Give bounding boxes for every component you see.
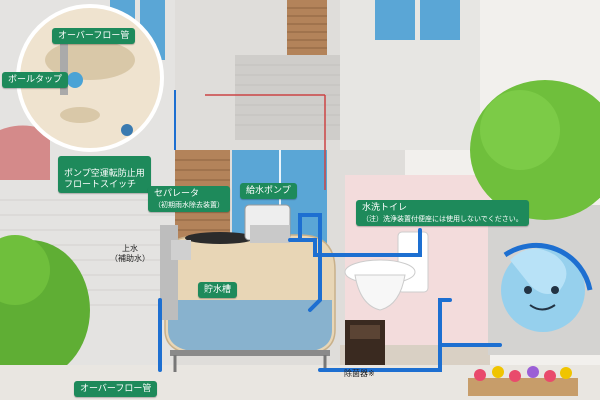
storage-tank [164,232,336,372]
balcony-lines [235,64,345,126]
label-overflow-pipe-top: オーバーフロー管 [58,31,130,41]
globe-mascot [501,242,593,332]
callout-supply-pump: 給水ポンプ [240,183,297,199]
label-tap-water: 上水 [122,244,138,253]
water-pipes [158,213,502,372]
label-toilet: 水洗トイレ [362,203,408,213]
callout-overflow-pipe-top: オーバーフロー管 [52,28,136,44]
tank-lid [185,232,255,244]
awning-left [0,125,50,180]
label-supply-pump: 給水ポンプ [246,186,291,196]
window-right-top-2 [420,0,460,40]
float-switch-icon [121,124,133,136]
separator-unit [160,225,178,320]
supply-pump [244,204,291,243]
label-ball-tap: ボールタップ [8,75,63,85]
label-tap-water-sub: （補助水） [110,254,150,263]
shutter-top [287,0,327,55]
label-toilet-note: （注）洗浄装置付便座には使用しないでください。 [362,215,523,223]
planter [468,378,578,396]
label-float-switch: ポンプ空運転防止用 フロートスイッチ [64,169,145,190]
callout-overflow-pipe-bottom: オーバーフロー管 [74,381,158,397]
callout-ball-tap: ボールタップ [2,72,69,88]
sterilizer-unit [345,320,385,365]
label-separator-sub: （初期雨水除去装置） [154,201,224,209]
label-sterilizer: 除菌器※ [344,369,375,378]
label-tap-water-block: 上水 （補助水） [110,244,150,264]
callout-toilet: 水洗トイレ （注）洗浄装置付便座には使用しないでください。 [356,200,529,226]
balcony [235,55,345,140]
label-storage-tank: 貯水槽 [204,285,232,295]
label-overflow-pipe-bottom: オーバーフロー管 [80,384,152,394]
callout-storage-tank: 貯水槽 [198,282,238,298]
ball-tap-float [67,72,83,88]
callout-separator: セパレータ （初期雨水除去装置） [148,186,230,212]
window-right-top [375,0,415,40]
flowers [474,366,572,382]
label-separator: セパレータ [154,189,200,199]
callout-float-switch: ポンプ空運転防止用 フロートスイッチ [58,156,151,193]
